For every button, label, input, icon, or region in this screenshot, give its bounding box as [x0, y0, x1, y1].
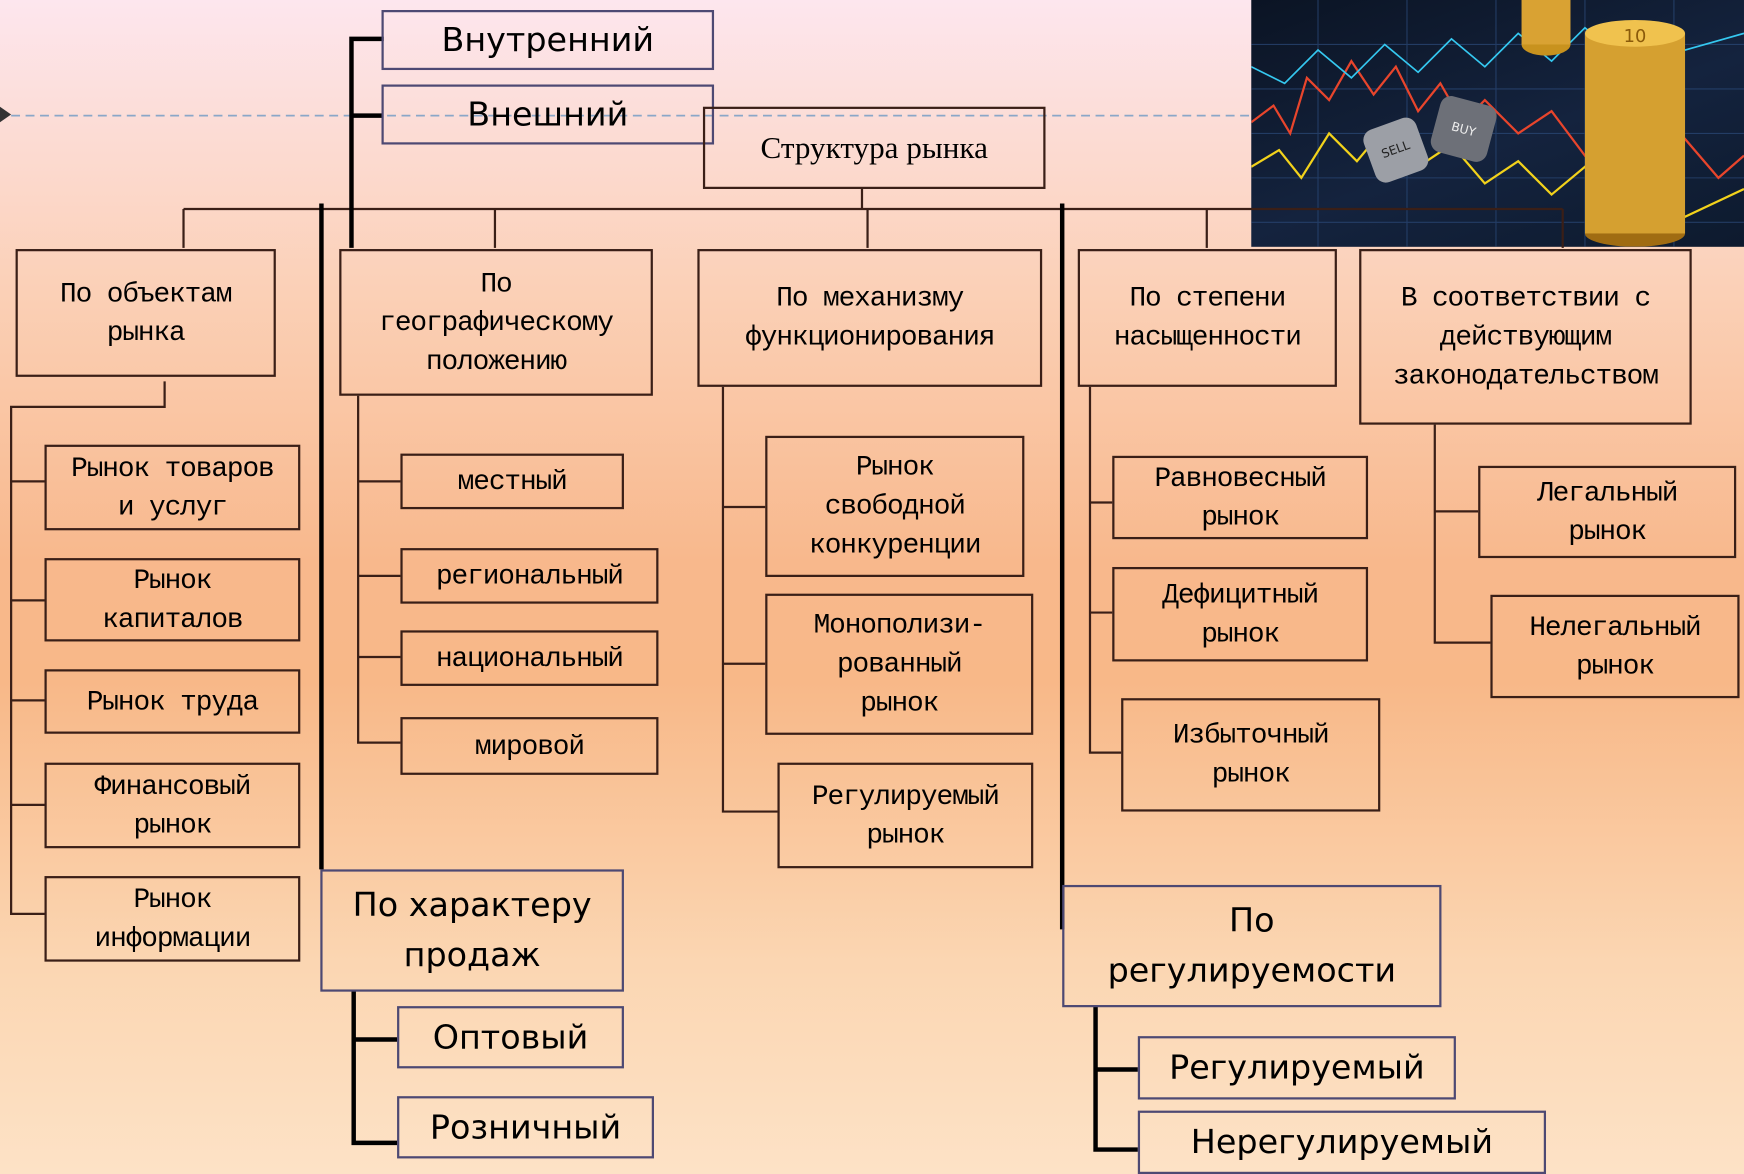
category-by-objects: По объектам рынка: [15, 249, 276, 377]
regulation-regulated: Регулируемый: [1137, 1036, 1456, 1100]
external-market-box: Внешний: [381, 84, 715, 145]
object-capital: Рынок капиталов: [44, 558, 301, 642]
market-structure-root: Структура рынка: [702, 106, 1046, 189]
geo-local: местный: [400, 453, 624, 510]
sales-wholesale: Оптовый: [397, 1006, 624, 1069]
object-information: Рынок информации: [44, 876, 301, 962]
geo-national: национальный: [400, 630, 659, 686]
category-by-legislation: В соответствии с действующим законодател…: [1359, 249, 1692, 425]
mechanism-regulated: Регулируемый рынок: [777, 762, 1034, 869]
buy-die-label: BUY: [1450, 119, 1478, 139]
stock-photo: 10 SELL BUY: [1251, 0, 1744, 247]
object-financial: Финансовый рынок: [44, 762, 301, 849]
coin-value: 10: [1624, 26, 1647, 47]
category-by-saturation: По степени насыщенности: [1077, 249, 1337, 387]
category-by-regulation: По регулируемости: [1062, 884, 1442, 1008]
sales-retail: Розничный: [397, 1096, 654, 1159]
slide-bullet-icon: [0, 106, 12, 123]
internal-market-box: Внутренний: [381, 10, 715, 71]
legislation-illegal: Нелегальный рынок: [1490, 594, 1740, 699]
saturation-surplus: Избыточный рынок: [1121, 698, 1381, 812]
saturation-deficit: Дефицитный рынок: [1112, 566, 1369, 662]
category-by-sales: По характеру продаж: [320, 869, 624, 992]
category-by-geography: По географическому положению: [339, 249, 653, 396]
geo-world: мировой: [400, 717, 659, 775]
mechanism-free-competition: Рынок свободной конкуренции: [765, 435, 1025, 577]
category-by-mechanism: По механизму функционирования: [697, 249, 1043, 387]
object-goods-services: Рынок товаров и услуг: [44, 444, 301, 531]
object-labor: Рынок труда: [44, 669, 301, 734]
regulation-unregulated: Нерегулируемый: [1137, 1110, 1547, 1174]
legislation-legal: Легальный рынок: [1478, 465, 1737, 559]
mechanism-monopolized: Монополизи- рованный рынок: [765, 593, 1034, 735]
geo-regional: региональный: [400, 548, 659, 604]
saturation-equilibrium: Равновесный рынок: [1112, 455, 1369, 540]
